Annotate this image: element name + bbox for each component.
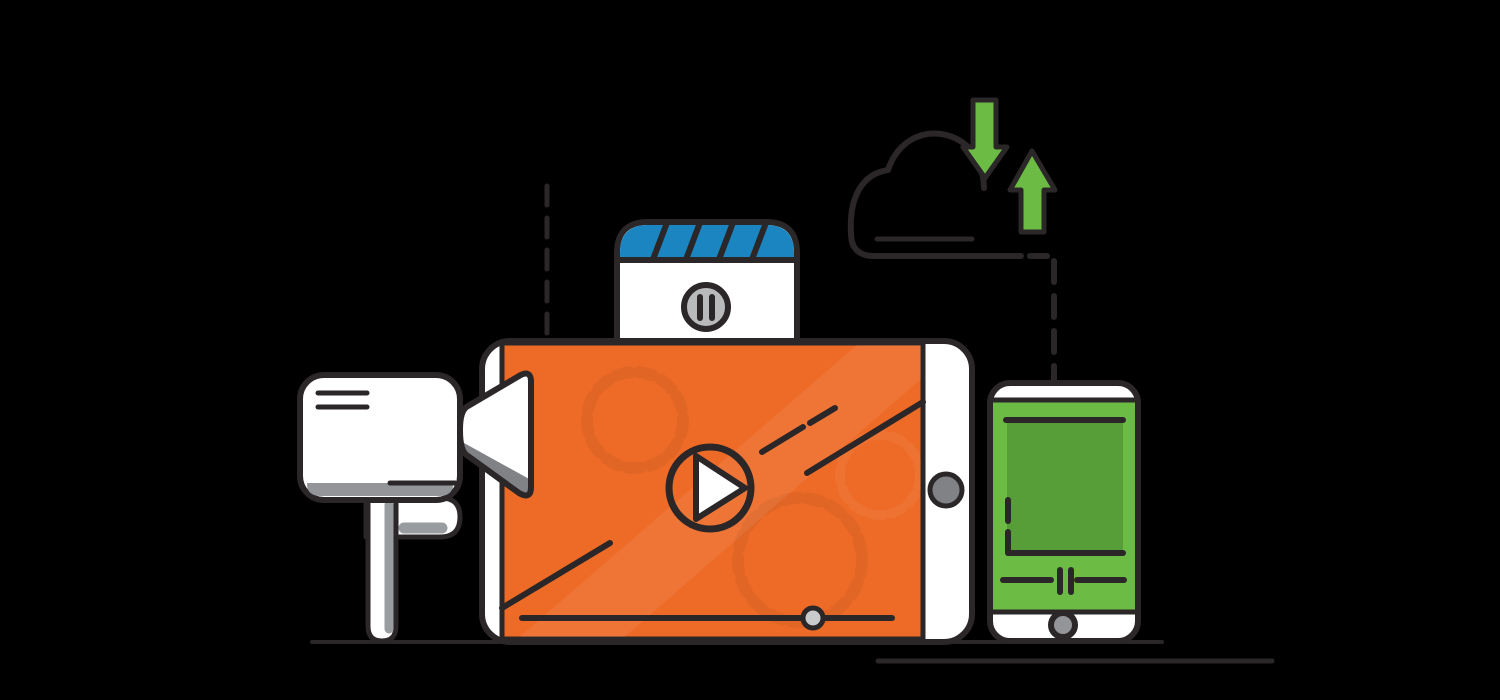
screen-glare-lines [499, 399, 926, 611]
download-arrow-icon [960, 97, 1010, 181]
awning-stripes [649, 225, 770, 259]
smartphone [987, 380, 1141, 644]
pause-box [614, 219, 800, 344]
play-icon [693, 453, 748, 522]
camera-body-shade [307, 483, 453, 496]
illustration-root [297, 97, 1275, 664]
tablet-home-button [927, 471, 965, 509]
pause-button [681, 282, 731, 332]
play-button-ring [665, 443, 755, 533]
upload-arrow-icon [1007, 148, 1058, 235]
tablet [479, 338, 975, 645]
awning [620, 225, 794, 259]
cloud-icon [847, 130, 1024, 259]
camera-lens [457, 370, 534, 499]
phone-home-button [1048, 610, 1078, 640]
video-camera [297, 370, 534, 644]
phone-inner-screen [1007, 420, 1123, 553]
camera-record-lines [315, 390, 370, 410]
progress-knob [800, 605, 826, 631]
pause-icon [697, 294, 715, 321]
phone-controls [1000, 567, 1127, 595]
cloud-group [847, 97, 1058, 384]
